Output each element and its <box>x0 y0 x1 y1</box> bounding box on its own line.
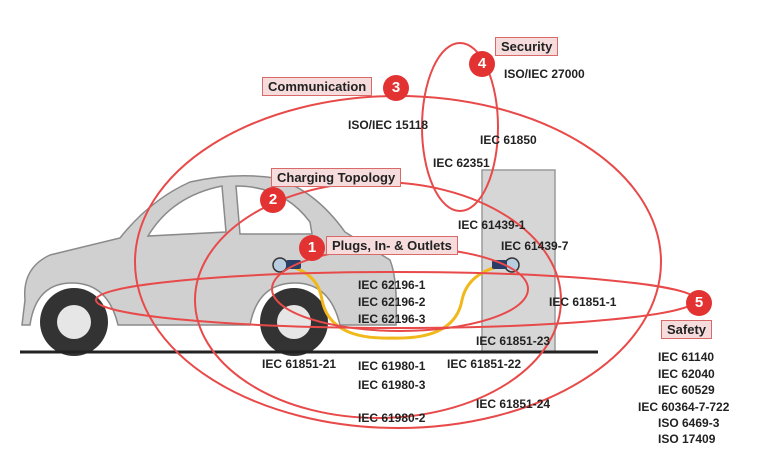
car-rear-window <box>146 185 227 237</box>
std-iec-61439-1: IEC 61439-1 <box>458 218 526 232</box>
std-iec-61980-1: IEC 61980-1 <box>358 359 426 373</box>
safety-label: Safety <box>661 320 713 339</box>
std-iec-61851-23: IEC 61851-23 <box>476 334 551 348</box>
badge-charging-topology: 2 <box>260 187 286 213</box>
std-iec-61851-22: IEC 61851-22 <box>447 357 522 371</box>
car-front-hub <box>277 305 311 339</box>
safety-std-1: IEC 61140 <box>658 350 715 364</box>
std-iec-61980-2: IEC 61980-2 <box>358 411 426 425</box>
safety-std-4: IEC 60364-7-722 <box>638 400 730 414</box>
std-iso-iec-15118: ISO/IEC 15118 <box>348 118 429 132</box>
std-iec-62196-2: IEC 62196-2 <box>358 295 426 309</box>
charging-cable <box>284 263 506 340</box>
plugs-label: Plugs, In- & Outlets <box>326 236 458 255</box>
std-iso-iec-27000: ISO/IEC 27000 <box>504 67 585 81</box>
std-iec-61851-24: IEC 61851-24 <box>476 397 551 411</box>
std-iec-62351: IEC 62351 <box>433 156 490 170</box>
safety-std-5: ISO 6469-3 <box>658 416 720 430</box>
std-iec-61851-21: IEC 61851-21 <box>262 357 337 371</box>
std-iec-62196-1: IEC 62196-1 <box>358 278 426 292</box>
badge-security: 4 <box>469 51 495 77</box>
badge-plugs: 1 <box>299 235 325 261</box>
safety-std-2: IEC 62040 <box>658 367 715 381</box>
std-iec-61439-7: IEC 61439-7 <box>501 239 569 253</box>
communication-label: Communication <box>262 77 373 96</box>
safety-std-3: IEC 60529 <box>658 383 715 397</box>
std-iec-61980-3: IEC 61980-3 <box>358 378 426 392</box>
std-iec-62196-3: IEC 62196-3 <box>358 312 426 326</box>
safety-std-6: ISO 17409 <box>658 432 716 446</box>
std-iec-61851-1: IEC 61851-1 <box>549 295 617 309</box>
car-rear-hub <box>57 305 91 339</box>
charging-topology-label: Charging Topology <box>271 168 402 187</box>
badge-safety: 5 <box>686 290 712 316</box>
badge-communication: 3 <box>383 75 409 101</box>
security-label: Security <box>495 37 559 56</box>
ring-security <box>421 42 499 212</box>
std-iec-61850: IEC 61850 <box>480 133 537 147</box>
